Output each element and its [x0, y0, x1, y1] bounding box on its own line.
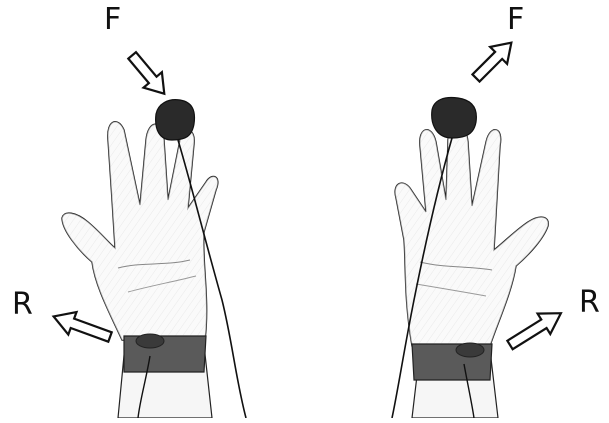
- arrow-f-right: [468, 34, 520, 86]
- label-r-right: R: [579, 288, 600, 318]
- right-finger-sensor: [432, 98, 477, 139]
- label-f-left: F: [104, 5, 121, 35]
- arrow-f-left: [123, 48, 174, 102]
- label-f-right: F: [507, 5, 524, 35]
- right-hand: [392, 98, 548, 419]
- left-hand: [62, 100, 246, 418]
- left-finger-sensor: [156, 100, 195, 140]
- arrow-r-right: [504, 303, 568, 355]
- arrow-r-left: [50, 305, 115, 348]
- label-r-left: R: [12, 290, 33, 320]
